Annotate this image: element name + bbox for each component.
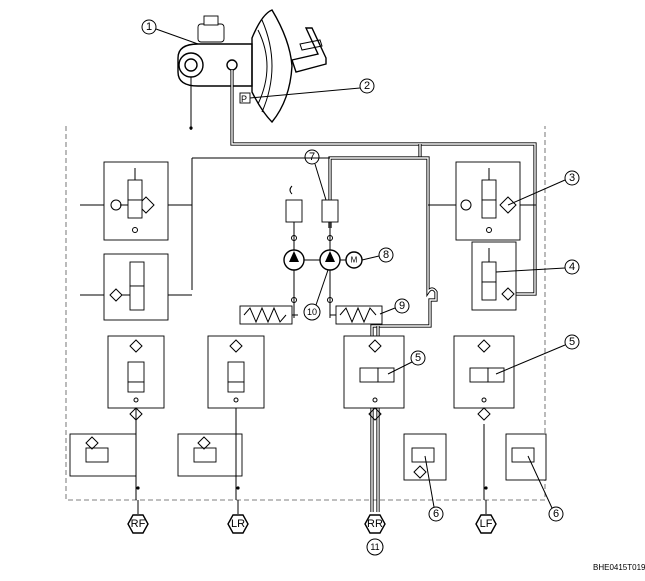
callout-5-rr: 5 [387, 350, 426, 375]
callout-6-rr: 6 [424, 455, 444, 522]
low-pressure-accumulator-left [239, 305, 298, 325]
wheel-lr: LR [227, 514, 249, 534]
callout-10: 10 [303, 269, 329, 321]
callout-6-lf: 6 [527, 455, 564, 522]
svg-text:6: 6 [553, 508, 559, 520]
lr-outlet-valve-block [207, 335, 265, 424]
right-upper-valve-block [428, 161, 536, 241]
lf-outlet-valve-block [453, 335, 515, 421]
wheel-lf: LF [475, 514, 497, 534]
svg-text:RR: RR [367, 518, 383, 530]
svg-text:3: 3 [569, 172, 575, 184]
callout-1: 1 [141, 19, 199, 45]
svg-text:2: 2 [364, 80, 370, 92]
hcu-boundary [65, 126, 546, 501]
svg-text:8: 8 [383, 249, 389, 261]
callout-7: 7 [304, 149, 327, 201]
lr-inlet-valve [177, 424, 243, 500]
rf-outlet-valve-block [107, 335, 165, 424]
left-upper-valve-block [103, 161, 169, 241]
wheel-rr: RR [364, 514, 386, 534]
lf-inlet-valve [483, 424, 547, 500]
right-middle-valve-block [471, 241, 517, 311]
svg-text:10: 10 [307, 307, 317, 317]
wheel-lines [136, 486, 488, 514]
low-pressure-accumulator-right [330, 305, 383, 325]
svg-text:11: 11 [370, 542, 379, 552]
wheel-rf: RF [127, 514, 149, 534]
svg-text:1: 1 [146, 21, 152, 33]
callout-3: 3 [507, 170, 580, 206]
figure-code: BHE0415T019 [593, 563, 645, 572]
pressure-switch-label: P [241, 94, 247, 104]
callout-2: 2 [249, 78, 375, 99]
callout-9: 9 [379, 298, 410, 315]
callout-4: 4 [495, 259, 580, 275]
callout-11: 11 [366, 538, 384, 556]
svg-text:RF: RF [131, 518, 146, 530]
callout-8: 8 [361, 247, 394, 263]
rf-inlet-valve [69, 424, 137, 500]
master-cylinder-assembly: P [177, 9, 327, 130]
callout-5-lf: 5 [495, 334, 580, 375]
svg-text:4: 4 [569, 261, 575, 273]
rr-outlet-valve-block [343, 335, 405, 421]
svg-text:7: 7 [309, 151, 315, 163]
highlighted-brake-line [230, 70, 537, 512]
svg-text:6: 6 [433, 508, 439, 520]
svg-text:LR: LR [231, 518, 245, 530]
motor-label: M [351, 256, 358, 265]
svg-text:LF: LF [480, 518, 493, 530]
svg-text:5: 5 [415, 352, 421, 364]
svg-text:9: 9 [399, 300, 405, 312]
svg-text:5: 5 [569, 336, 575, 348]
left-middle-valve-block [103, 253, 169, 321]
